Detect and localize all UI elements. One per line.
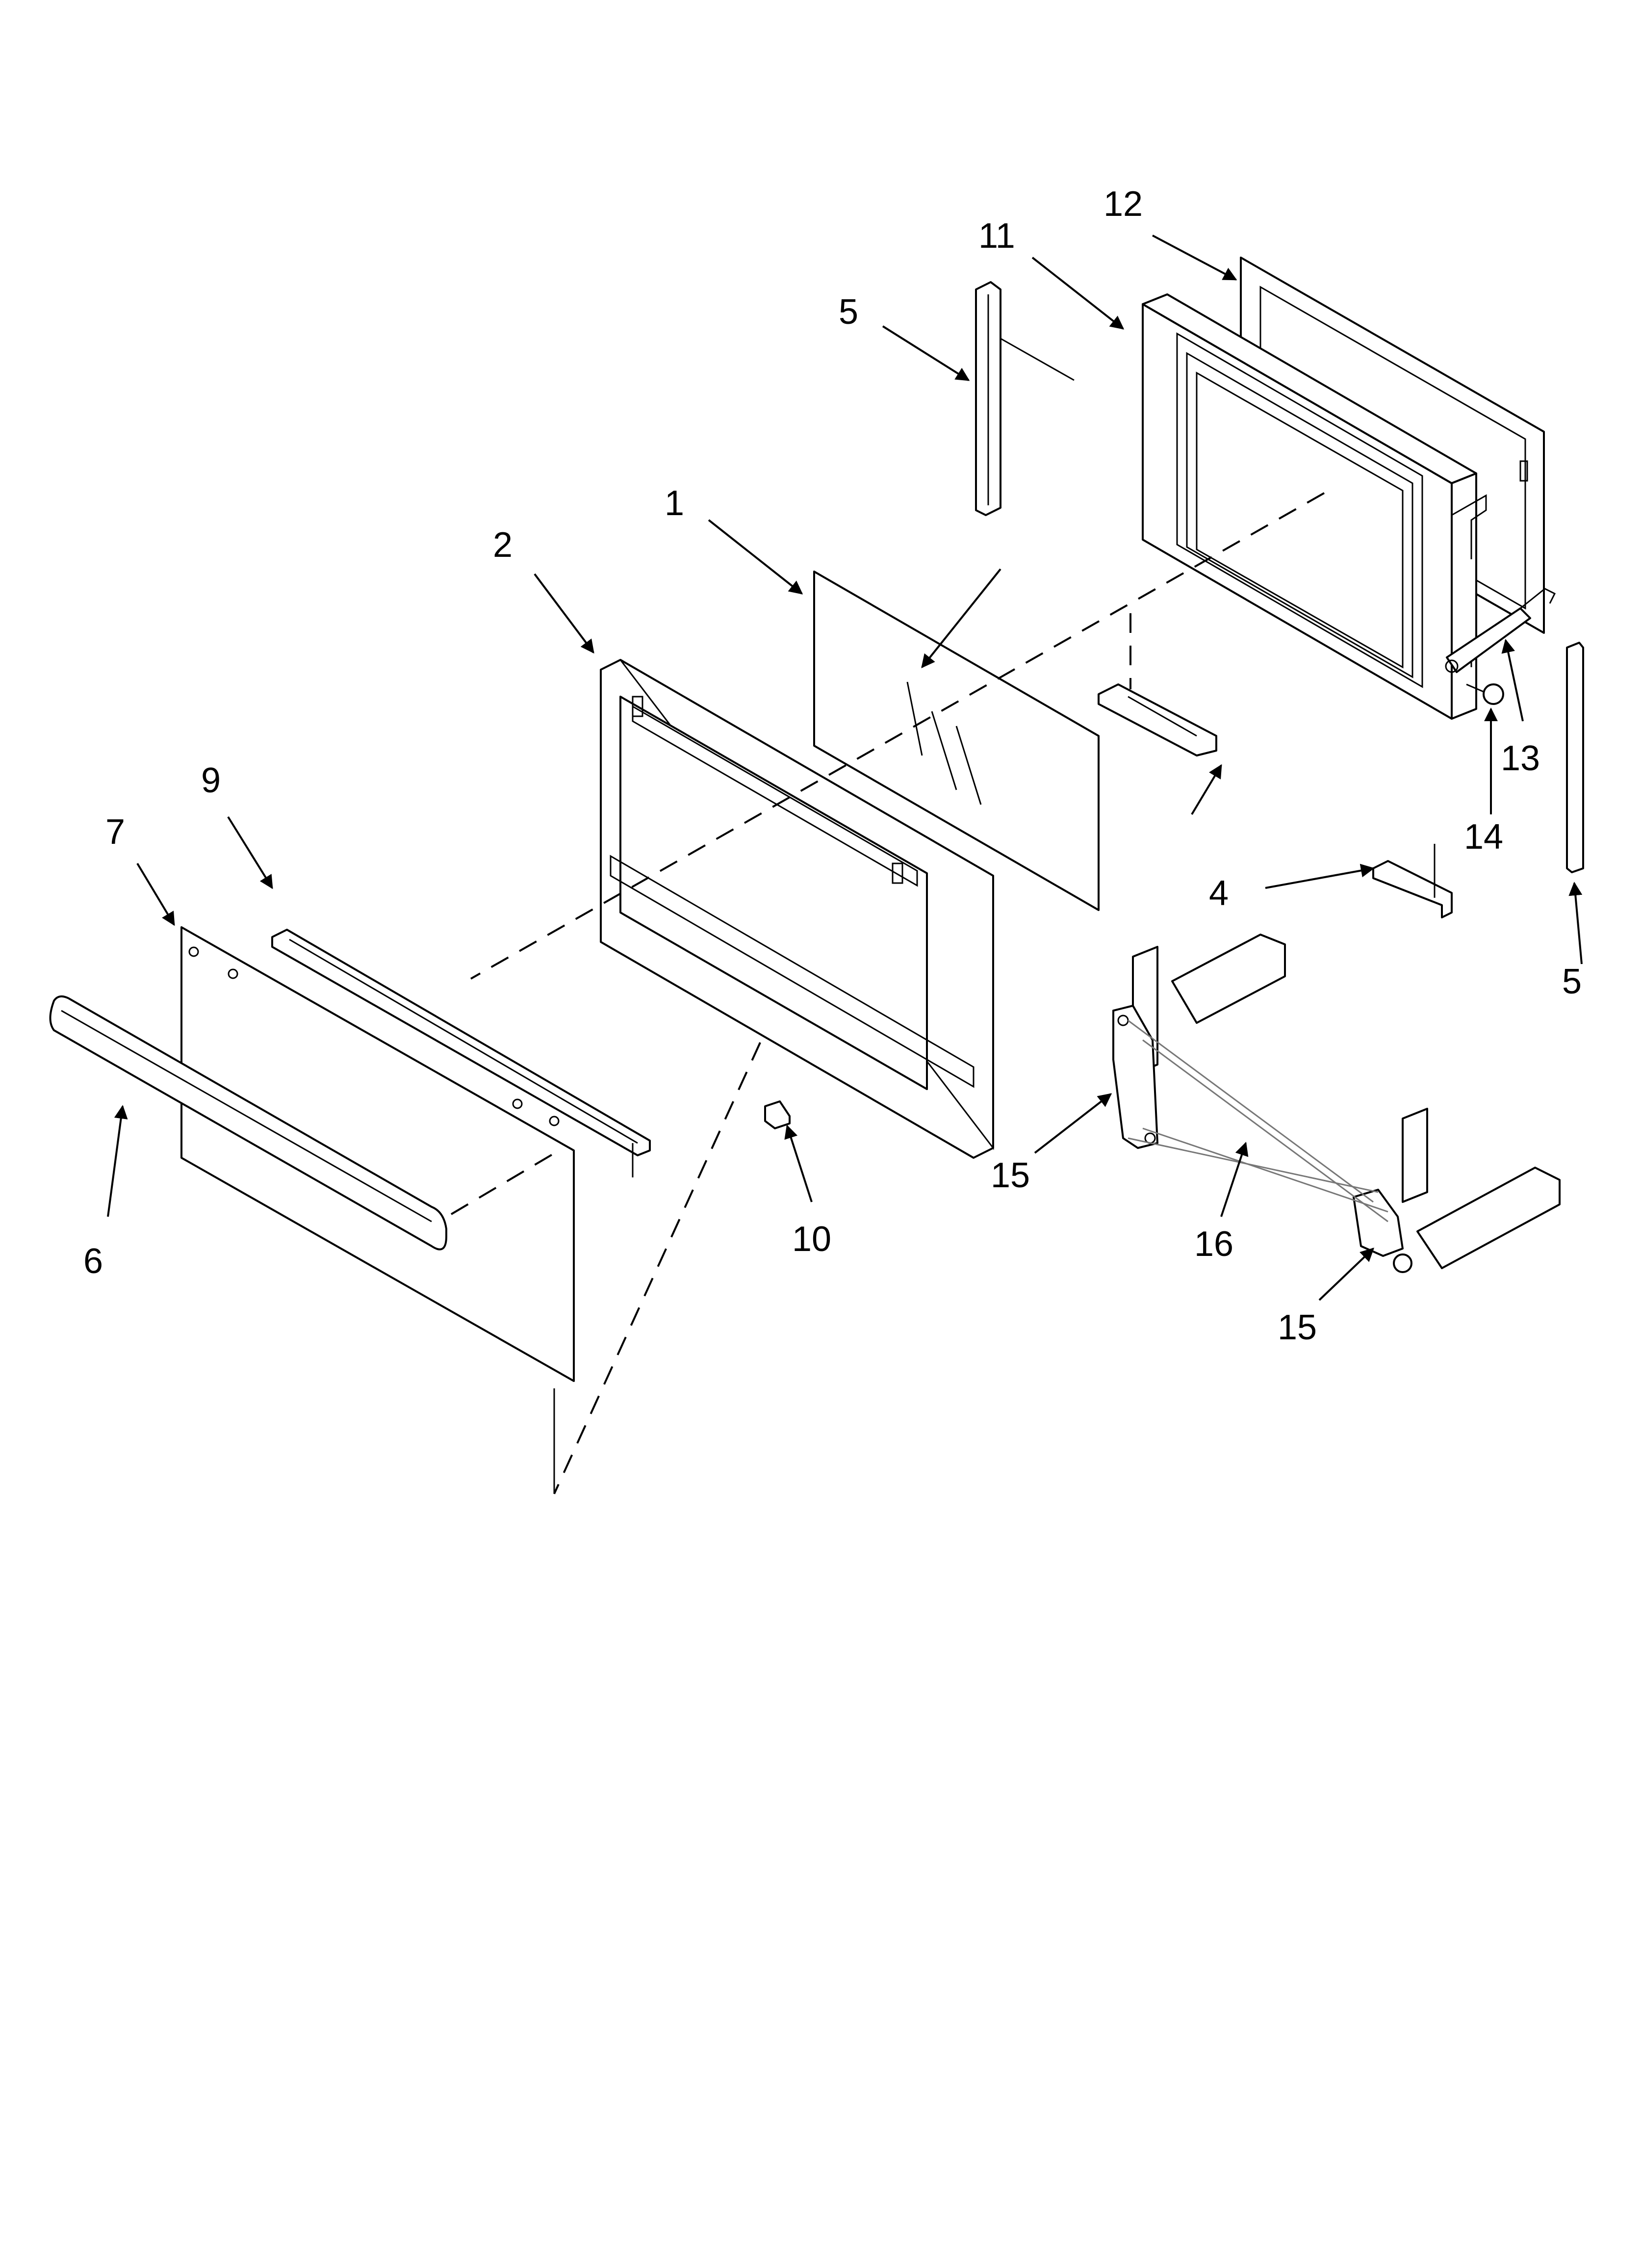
assembly-lines xyxy=(450,492,1325,1494)
callout-11: 11 xyxy=(978,216,1015,256)
callout-12: 12 xyxy=(1103,184,1143,224)
part-9-top-strip xyxy=(271,929,651,1177)
part-2-outer-door-frame xyxy=(600,659,994,1159)
part-11-inner-door-frame xyxy=(1142,293,1487,720)
part-13-hinge-bar xyxy=(1445,588,1556,673)
callout-7: 7 xyxy=(105,812,125,852)
callout-6: 6 xyxy=(83,1242,103,1281)
callout-15-left: 15 xyxy=(991,1156,1030,1195)
callout-10: 10 xyxy=(792,1220,831,1259)
part-15-hinge-right xyxy=(1353,1108,1561,1273)
callout-4: 4 xyxy=(1209,874,1229,913)
part-5-side-trim-top xyxy=(975,281,1075,516)
part-4-hinge-bracket-lower xyxy=(1372,844,1453,918)
callout-13: 13 xyxy=(1501,739,1540,778)
callout-5-right: 5 xyxy=(1562,962,1582,1001)
callout-1: 1 xyxy=(665,484,684,523)
part-10-clip xyxy=(764,1100,791,1129)
part-5-side-trim-right xyxy=(1566,642,1584,873)
part-4-hinge-bracket-upper xyxy=(1098,683,1217,756)
callout-15-right: 15 xyxy=(1278,1308,1317,1347)
callout-labels: 1 2 4 5 5 6 7 9 10 11 12 13 14 15 15 16 xyxy=(83,184,1582,1347)
part-14-screw xyxy=(1466,683,1504,705)
part-6-handle xyxy=(49,995,447,1251)
leader-lines xyxy=(107,235,1583,1301)
callout-9: 9 xyxy=(201,761,221,800)
part-15-hinge-left xyxy=(1112,934,1286,1149)
part-1-glass-panel xyxy=(813,571,1100,911)
callout-14: 14 xyxy=(1464,817,1503,857)
part-16-hinge-link xyxy=(1128,1019,1388,1223)
callout-5-top: 5 xyxy=(839,292,858,332)
callout-16: 16 xyxy=(1194,1225,1233,1264)
callout-2: 2 xyxy=(493,525,513,565)
